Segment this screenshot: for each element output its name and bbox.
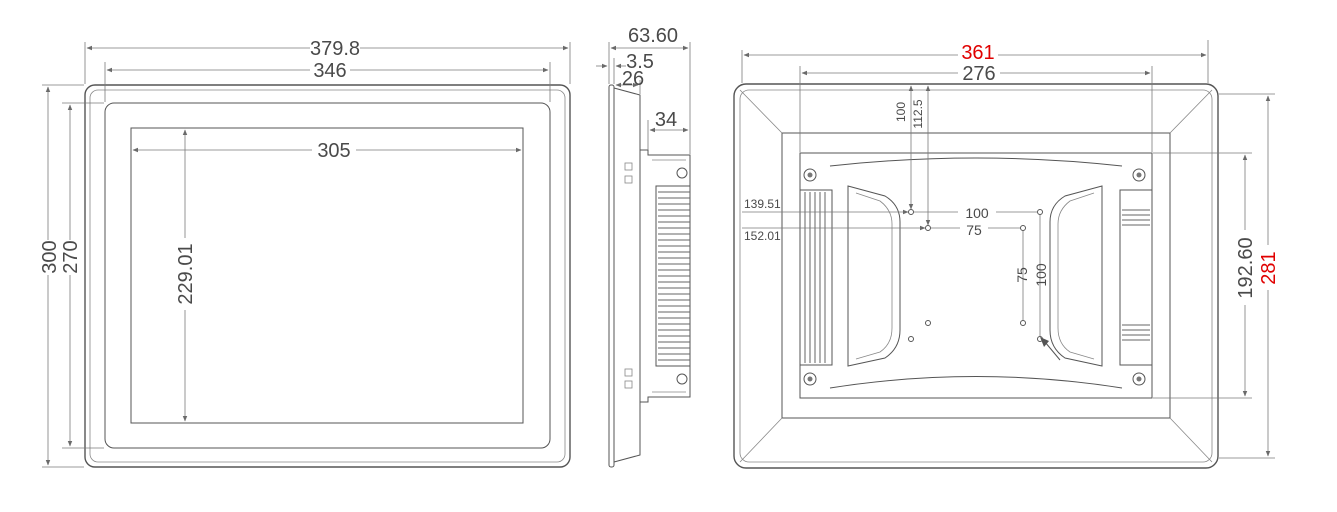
- rear-cutout-height-label: 281: [1258, 251, 1280, 284]
- front-frame-inner-edge: [89, 89, 566, 463]
- front-screen: [130, 127, 524, 424]
- side-panel-body: [613, 87, 641, 463]
- rear-inner-height-label: 192.60: [1235, 237, 1257, 298]
- rear-direction-arrow: [1044, 341, 1061, 361]
- rear-left-handle: [847, 185, 901, 367]
- front-overall-height-label: 300: [39, 240, 61, 273]
- front-view: 379.8 346 305 300 270 229.01: [39, 38, 571, 468]
- rear-mount-hole-tl: [803, 168, 817, 182]
- front-bezel: [104, 102, 551, 449]
- side-view: 63.60 3.5 26 34: [596, 25, 691, 468]
- rear-frame-inner-edge: [739, 89, 1213, 463]
- rear-mount-hole-tr: [1132, 168, 1146, 182]
- rear-top-offset-112-label: 112.5: [911, 99, 925, 128]
- side-mount-hole-top: [676, 167, 688, 179]
- side-mount-hole-bottom: [676, 373, 688, 385]
- vesa-hole-100-tr: [1037, 209, 1043, 215]
- rear-housing-top-curve: [829, 157, 1123, 167]
- rear-top-offset-100-label: 100: [894, 102, 908, 122]
- front-bezel-height-label: 270: [60, 240, 82, 273]
- vesa-hole-75-tr: [1020, 225, 1026, 231]
- vesa-100-horizontal-label: 100: [965, 205, 989, 221]
- rear-mount-hole-bl: [803, 372, 817, 386]
- rear-right-fins: [1119, 189, 1153, 366]
- vesa-hole-75-bl: [925, 320, 931, 326]
- side-panel-depth-label: 26: [622, 68, 644, 90]
- rear-left-offset-139-label: 139.51: [744, 197, 781, 211]
- side-bezel: [608, 84, 615, 468]
- front-screen-height-label: 229.01: [175, 243, 197, 304]
- rear-cutout-width-label: 361: [961, 42, 994, 64]
- side-tab-4: [624, 380, 633, 389]
- side-housing-depth-label: 34: [655, 109, 677, 131]
- rear-inner-width-label: 276: [962, 63, 995, 85]
- rear-view: 361 276 281 192.60 100 112.5 139.51 152.…: [733, 40, 1280, 469]
- side-vent-fins: [658, 191, 690, 361]
- vesa-75-vertical-label: 75: [1014, 267, 1030, 283]
- rear-right-fin-lines: [1122, 209, 1150, 341]
- rear-right-handle: [1049, 185, 1103, 367]
- rear-outer-frame: [733, 83, 1219, 469]
- rear-left-fins: [799, 189, 833, 366]
- side-total-depth-label: 63.60: [628, 25, 678, 47]
- side-tab-3: [624, 368, 633, 377]
- vesa-100-vertical-label: 100: [1033, 263, 1049, 287]
- front-overall-width-label: 379.8: [310, 38, 360, 60]
- rear-inner-recess: [781, 132, 1171, 419]
- vesa-hole-75-tl: [925, 225, 931, 231]
- rear-left-fin-lines: [804, 192, 826, 363]
- side-bezel-depth-label: 3.5: [626, 51, 654, 73]
- front-bezel-width-label: 346: [313, 60, 346, 82]
- side-tab-1: [624, 162, 633, 171]
- rear-left-offset-152-label: 152.01: [744, 229, 781, 243]
- front-screen-width-label: 305: [317, 140, 350, 162]
- front-outer-frame: [84, 84, 571, 468]
- vesa-hole-75-br: [1020, 320, 1026, 326]
- rear-housing-bottom-curve: [829, 376, 1123, 389]
- rear-housing: [799, 152, 1153, 399]
- vesa-hole-100-bl: [908, 336, 914, 342]
- rear-mount-hole-br: [1132, 372, 1146, 386]
- side-tab-2: [624, 175, 633, 184]
- vesa-hole-100-tl: [908, 209, 914, 215]
- vesa-75-horizontal-label: 75: [966, 222, 982, 238]
